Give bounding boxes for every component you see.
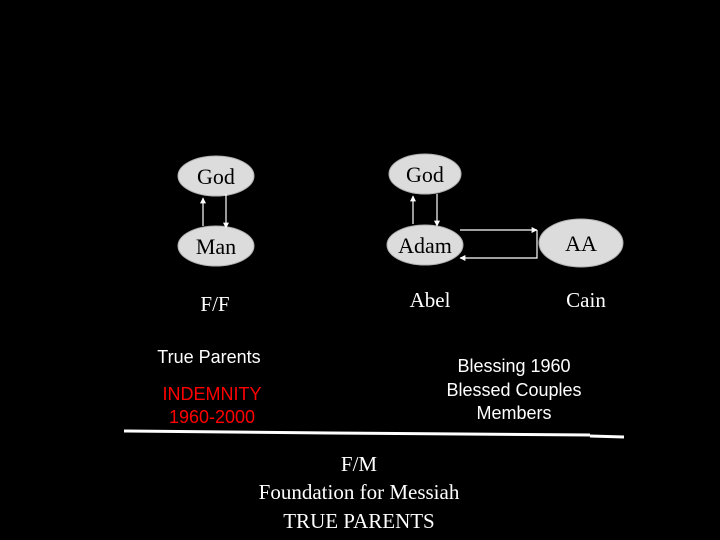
node-aa-label: AA — [565, 231, 597, 256]
node-left-god: God — [177, 155, 255, 197]
arrow-aa-to-adam — [459, 230, 538, 261]
node-aa: AA — [538, 218, 624, 268]
node-adam-label: Adam — [398, 233, 452, 258]
cain-label: Cain — [566, 288, 606, 312]
blessing-label: Blessing 1960 — [457, 356, 570, 376]
node-right-god: God — [388, 153, 462, 195]
true-parents-caption: TRUE PARENTS — [283, 509, 435, 533]
fm-label: F/M — [341, 452, 378, 476]
indemnity-label: INDEMNITY — [163, 384, 262, 404]
abel-label: Abel — [410, 288, 451, 312]
true-parents-label: True Parents — [157, 347, 260, 367]
members-label: Members — [476, 403, 551, 423]
foundation-line — [123, 429, 625, 439]
node-man-label: Man — [196, 234, 236, 259]
indemnity-years-label: 1960-2000 — [169, 407, 255, 427]
blessed-couples-label: Blessed Couples — [446, 380, 581, 400]
node-man: Man — [177, 225, 255, 267]
foundation-for-messiah-label: Foundation for Messiah — [259, 480, 460, 504]
node-right-god-label: God — [406, 162, 444, 187]
ff-label: F/F — [200, 292, 229, 316]
node-left-god-label: God — [197, 164, 235, 189]
node-adam: Adam — [386, 224, 464, 266]
